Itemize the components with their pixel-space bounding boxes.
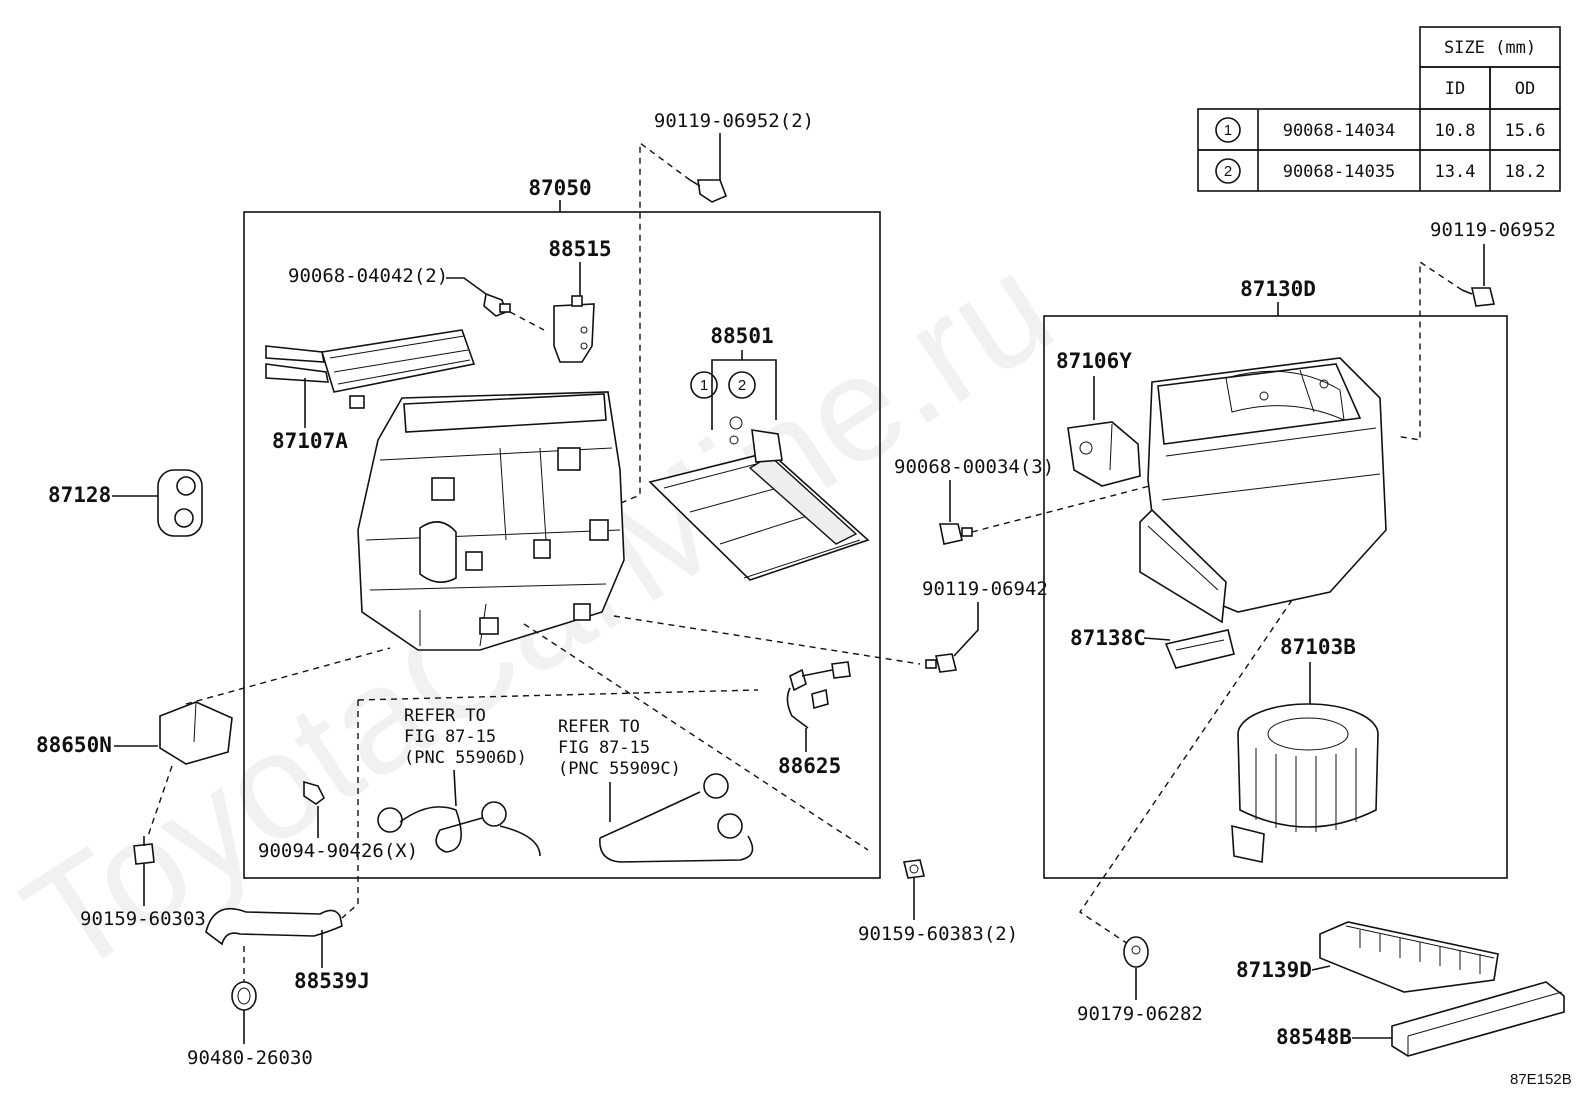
wire-sensor-icon [599,773,754,863]
label-90119-06942: 90119-06942 [922,578,1048,600]
label-87130D: 87130D [1240,277,1316,301]
servo-motor-icon [159,701,233,765]
size-table-row-part: 90068-14035 [1283,162,1396,182]
label-90094-90426-x: 90094-90426(X) [258,840,418,862]
nut-icon [1123,936,1149,968]
screw-icon [133,836,155,865]
blower-case-icon [1139,357,1387,624]
circle-marker-1 [690,371,718,399]
size-table: SIZE (mm) ID OD 1 90068-14034 10.8 15.6 … [1197,26,1561,192]
screw-icon [903,859,925,879]
label-90119-06952-2: 90119-06952(2) [654,110,814,132]
wire-sensor-icon [377,801,541,857]
bolt-icon [483,292,511,317]
label-88501: 88501 [710,324,773,348]
label-87103B: 87103B [1280,635,1356,659]
size-table-row-od: 15.6 [1505,121,1546,141]
label-90119-06952: 90119-06952 [1430,219,1556,241]
filter-cover-icon [1391,981,1565,1057]
circle-marker-1-text: 1 [700,377,708,394]
size-table-col-od: OD [1515,79,1535,99]
blower-motor-icon [1231,703,1379,863]
refer-b-line1: REFER TO [558,717,640,737]
label-87106Y: 87106Y [1056,349,1132,373]
bolt-icon [925,653,957,673]
expansion-valve-icon [553,295,595,363]
clip-icon [303,780,326,805]
label-90068-04042-2: 90068-04042(2) [288,265,448,287]
label-88548B: 88548B [1276,1025,1352,1049]
label-90159-60303: 90159-60303 [80,908,206,930]
label-88625: 88625 [778,754,841,778]
sensor-icon [786,661,851,729]
label-88515: 88515 [548,237,611,261]
label-90179-06282: 90179-06282 [1077,1003,1203,1025]
size-table-row-id: 10.8 [1435,121,1476,141]
label-88539J: 88539J [294,969,370,993]
unit-87050-frame [243,211,881,879]
size-table-row-id: 13.4 [1435,162,1476,182]
size-table-row-part: 90068-14034 [1283,121,1396,141]
heater-unit-icon [357,391,625,651]
refer-a-line1: REFER TO [404,706,486,726]
figure-code: 87E152B [1510,1071,1572,1088]
size-table-row-key: 1 [1224,122,1232,139]
bolt-icon [689,179,728,203]
label-87139D: 87139D [1236,958,1312,982]
size-table-row-od: 18.2 [1505,162,1546,182]
grommet-small-icon [231,981,257,1011]
grommet-icon [157,469,203,537]
size-table-col-id: ID [1445,79,1465,99]
unit-87130D-frame [1043,315,1508,879]
label-87107A: 87107A [272,429,348,453]
label-87138C: 87138C [1070,626,1146,650]
bolt-icon [1461,287,1495,307]
refer-a-line2: FIG 87-15 [404,727,496,747]
refer-a-line3: (PNC 55906D) [404,748,527,768]
evaporator-icon [648,429,870,581]
label-87128: 87128 [48,483,111,507]
refer-b-line2: FIG 87-15 [558,738,650,758]
label-88650N: 88650N [36,733,112,757]
label-87050: 87050 [528,176,591,200]
label-90480-26030: 90480-26030 [187,1047,313,1069]
label-90159-60383-2: 90159-60383(2) [858,923,1018,945]
drain-hose-icon [205,907,343,946]
heater-core-icon [265,329,476,409]
size-table-row-key: 2 [1224,163,1232,180]
blower-resistor-icon [1164,629,1235,669]
label-90068-00034-3: 90068-00034(3) [894,456,1054,478]
bolt-icon [939,523,973,545]
circle-marker-2-text: 2 [738,377,746,394]
circle-marker-2 [728,371,756,399]
size-table-header: SIZE (mm) [1444,38,1536,58]
servo-motor-icon [1067,421,1141,487]
refer-b-line3: (PNC 55909C) [558,759,681,779]
cabin-filter-icon [1319,921,1499,993]
